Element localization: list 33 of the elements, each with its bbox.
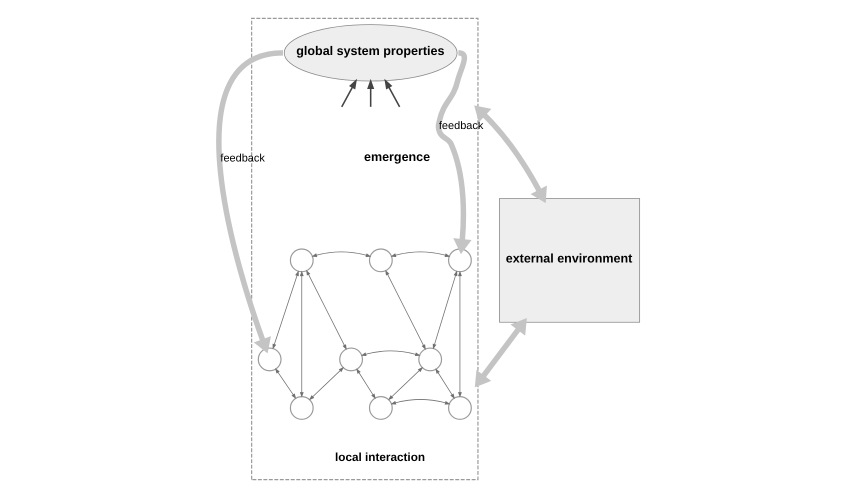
arrow <box>434 368 454 399</box>
node-box: external environment <box>498 198 640 322</box>
label: local interaction <box>334 450 425 464</box>
arrow <box>308 366 344 400</box>
label: emergence <box>364 149 430 164</box>
arrow <box>390 250 450 257</box>
arrow <box>474 104 546 203</box>
node-circle <box>257 346 282 371</box>
arrow <box>366 78 374 106</box>
arrow <box>216 50 283 353</box>
arrow <box>384 269 426 350</box>
arrow <box>384 78 400 107</box>
edge-label: feedback <box>438 119 483 132</box>
arrow <box>299 270 304 398</box>
arrow <box>306 269 346 350</box>
arrow <box>274 368 296 399</box>
arrow <box>458 270 462 398</box>
arrow <box>432 270 457 349</box>
node-circle <box>289 248 314 272</box>
node-circle <box>448 396 472 420</box>
arrow <box>390 398 450 404</box>
arrow <box>340 78 356 107</box>
arrow <box>388 366 423 400</box>
edge-label: feedback <box>220 152 264 164</box>
arrow <box>272 270 298 349</box>
node-circle <box>448 248 472 272</box>
node-ellipse: global system properties <box>283 24 458 81</box>
arrow <box>310 250 371 257</box>
arrow <box>360 350 420 356</box>
arrow <box>435 50 472 254</box>
node-circle <box>368 248 392 272</box>
arrow <box>356 368 376 399</box>
arrow <box>474 318 526 387</box>
